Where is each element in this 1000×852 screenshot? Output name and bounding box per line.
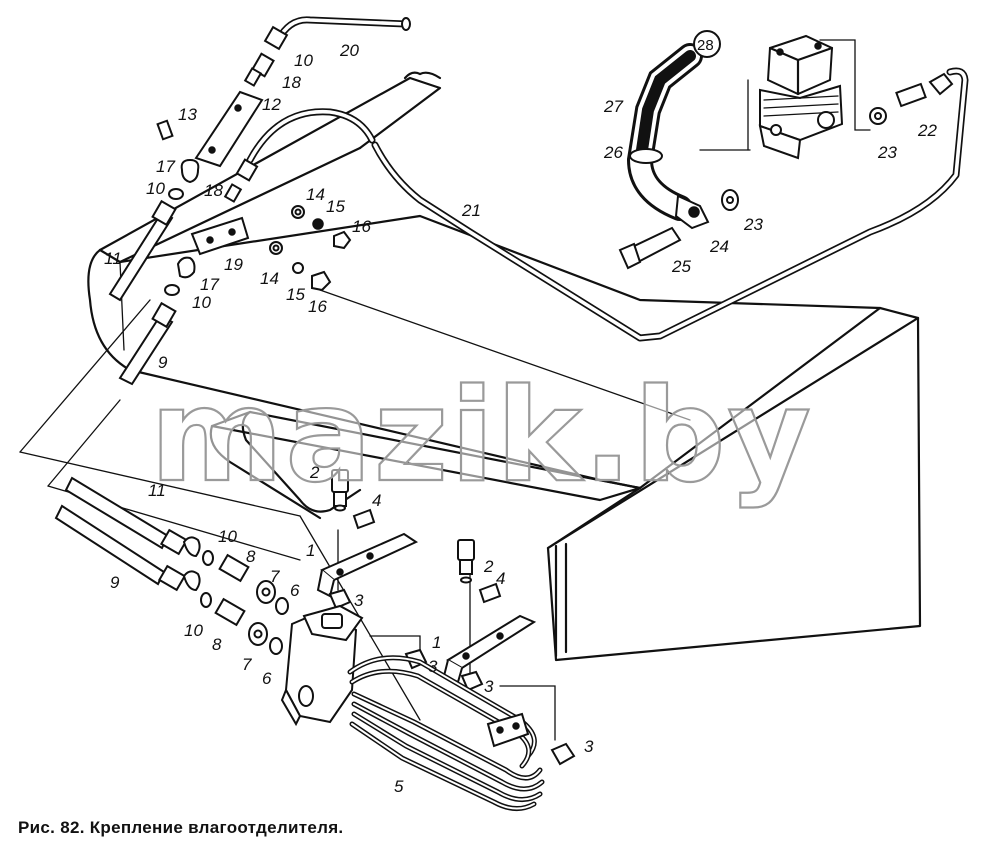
callout-10: 10 [294,51,313,70]
pipes-upper-11-9 [108,199,196,386]
pipe-20 [274,16,411,44]
callout-10: 10 [192,293,211,312]
upper-fittings [156,25,352,292]
callout-22: 22 [917,121,937,140]
callout-15: 15 [326,197,345,216]
callout-11: 11 [104,249,122,268]
callout-7: 7 [270,567,280,586]
callout-13: 13 [178,105,197,124]
callout-18: 18 [282,73,301,92]
air-line-21 [371,67,969,342]
callout-16: 16 [352,217,371,236]
callout-1: 1 [432,633,441,652]
callout-25: 25 [671,257,691,276]
moisture-separator [280,604,545,811]
watermark-text: mazik.by [150,362,813,511]
callout-14: 14 [306,185,325,204]
callout-23: 23 [743,215,763,234]
callout-18: 18 [204,181,223,200]
callout-10: 10 [218,527,237,546]
callout-12: 12 [262,95,281,114]
callout-24: 24 [709,237,729,256]
fitting-22-23 [869,72,954,125]
callout-28-circle [693,30,721,58]
callout-15: 15 [286,285,305,304]
pipes-lower-11-9 [54,476,289,655]
callout-8: 8 [212,635,222,654]
callout-23: 23 [877,143,897,162]
callout-6: 6 [290,581,300,600]
callout-20: 20 [339,41,359,60]
callout-11: 11 [148,481,166,500]
callout-14: 14 [260,269,279,288]
callout-21: 21 [461,201,481,220]
callout-17: 17 [200,275,219,294]
callout-17: 17 [156,157,175,176]
hose-26-27 [618,43,739,270]
callout-7: 7 [242,655,252,674]
callout-10: 10 [146,179,165,198]
figure-caption: Рис. 82. Крепление влагоотделителя. [18,818,344,837]
callout-6: 6 [262,669,272,688]
callout-16: 16 [308,297,327,316]
callout-27: 27 [603,97,623,116]
frame-cross-member [209,306,922,662]
callout-4: 4 [496,569,505,588]
hose-upper [246,108,376,164]
compressor [758,34,844,160]
callout-3: 3 [428,657,438,676]
callout-labels: 20 10 18 12 13 17 10 18 14 15 16 19 14 1… [104,30,937,796]
bracket-assembly-left [316,469,419,610]
callout-3: 3 [354,591,364,610]
callout-9: 9 [110,573,120,592]
callout-28: 28 [697,37,714,54]
callout-3: 3 [484,677,494,696]
callout-26: 26 [603,143,623,162]
callout-4: 4 [372,491,381,510]
callout-1: 1 [306,541,315,560]
callout-3: 3 [584,737,594,756]
callout-10: 10 [184,621,203,640]
callout-2: 2 [483,557,494,576]
callout-5: 5 [394,777,404,796]
callout-19: 19 [224,255,243,274]
callout-2: 2 [309,463,320,482]
callout-8: 8 [246,547,256,566]
callout-9: 9 [158,353,168,372]
